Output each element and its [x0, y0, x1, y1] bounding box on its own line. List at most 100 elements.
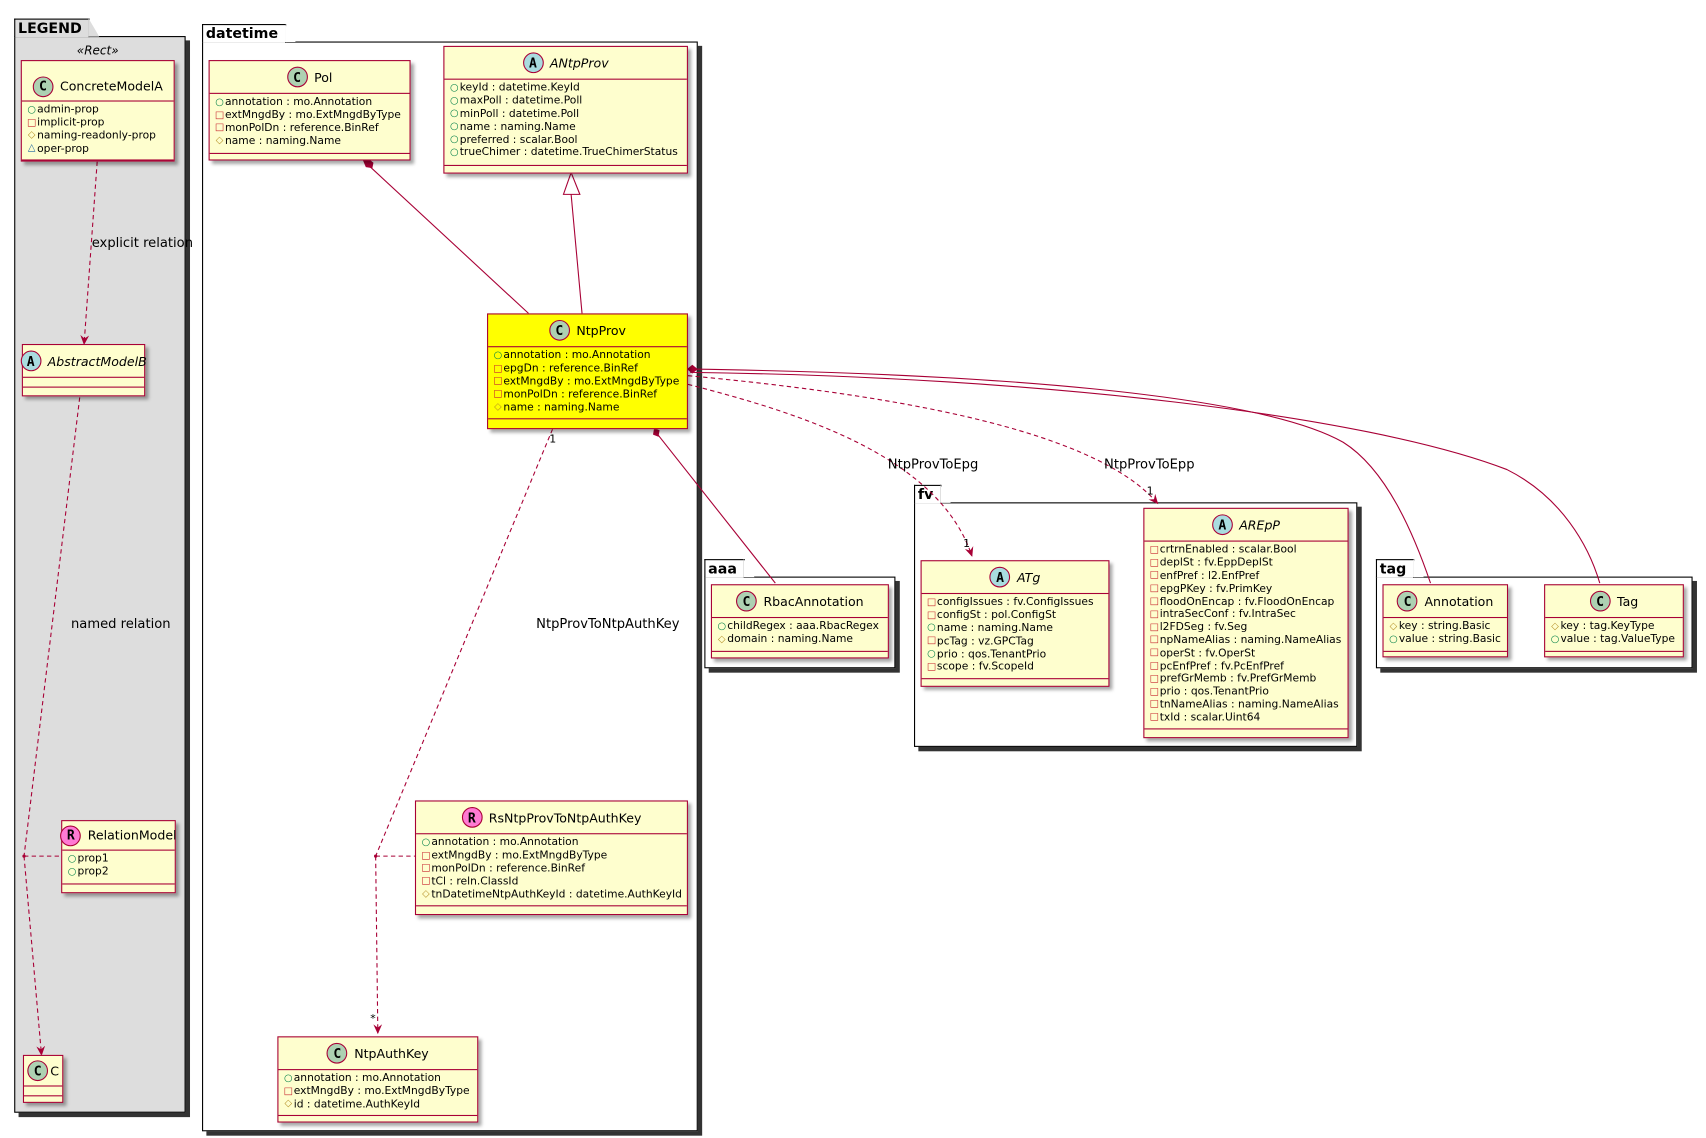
class-property: ◇id : datetime.AuthKeyId [283, 1098, 473, 1111]
class-property: □implicit-prop [26, 117, 169, 130]
private-visibility-icon: □ [1149, 570, 1159, 582]
class-property: ○prio : qos.TenantPrio [926, 648, 1104, 661]
public-visibility-icon: ○ [27, 104, 36, 116]
property-text: maxPoll : datetime.Poll [459, 95, 583, 108]
class-property: □crtrnEnabled : scalar.Bool [1149, 544, 1343, 557]
package-datetime: datetime [201, 24, 698, 1132]
class-property: □tCl : reln.ClassId [420, 875, 682, 888]
package-tab: aaa [703, 559, 745, 578]
property-text: extMngdBy : mo.ExtMngdByType [224, 109, 401, 122]
named-relation-label: named relation [70, 615, 171, 632]
private-visibility-icon: □ [283, 1086, 293, 1098]
property-text: tnDatetimeNtpAuthKeyId : datetime.AuthKe… [431, 888, 682, 901]
property-text: monPolDn : reference.BinRef [503, 388, 658, 401]
property-text: floodOnEncap : fv.FloodOnEncap [1159, 595, 1335, 608]
class-props: ◇key : tag.KeyType○value : tag.ValueType [1545, 618, 1683, 646]
class-property: □epgPKey : fv.PrimKey [1149, 582, 1343, 595]
class-rbac-annotation[interactable]: C RbacAnnotation ○childRegex : aaa.RbacR… [710, 584, 889, 659]
class-property: △oper-prop [26, 142, 169, 155]
class-name: ConcreteModelA [59, 78, 163, 94]
protected-visibility-icon: ◇ [284, 1099, 293, 1111]
class-property: □l2FDSeg : fv.Seg [1149, 621, 1343, 634]
class-property: ○annotation : mo.Annotation [492, 349, 682, 362]
class-property: □deplSt : fv.EppDeplSt [1149, 557, 1343, 570]
class-property: ◇domain : naming.Name [716, 633, 883, 646]
authkey-relation-label: NtpProvToNtpAuthKey [536, 615, 680, 632]
class-circle-icon: C [32, 75, 54, 97]
property-text: domain : naming.Name [727, 633, 854, 646]
public-visibility-icon: ○ [449, 82, 459, 94]
property-text: annotation : mo.Annotation [293, 1072, 441, 1085]
class-ntpauthkey[interactable]: C NtpAuthKey ○annotation : mo.Annotation… [277, 1036, 479, 1123]
property-text: monPolDn : reference.BinRef [224, 122, 379, 135]
multiplicity-many: * [370, 1013, 376, 1026]
class-property: □prefGrMemb : fv.PrefGrMemb [1149, 673, 1343, 686]
class-circle-icon: C [1397, 590, 1418, 612]
property-text: epgPKey : fv.PrimKey [1159, 582, 1273, 595]
public-visibility-icon: ○ [927, 622, 936, 634]
class-property: ○annotation : mo.Annotation [283, 1072, 473, 1085]
property-text: annotation : mo.Annotation [503, 349, 651, 362]
class-property: □extMngdBy : mo.ExtMngdByType [420, 849, 682, 862]
property-text: key : string.Basic [1398, 620, 1491, 633]
class-antpprov[interactable]: A ANtpProv ○keyId : datetime.KeyId○maxPo… [443, 45, 688, 174]
property-text: l2FDSeg : fv.Seg [1159, 621, 1248, 634]
abstract-circle-icon: A [989, 566, 1011, 588]
property-text: prefGrMemb : fv.PrefGrMemb [1159, 673, 1317, 686]
package-tab: LEGEND [13, 18, 90, 38]
property-text: naming-readonly-prop [37, 129, 156, 142]
class-tag[interactable]: C Tag ◇key : tag.KeyType○value : tag.Val… [1544, 584, 1684, 658]
property-text: tCl : reln.ClassId [431, 875, 519, 888]
class-property: ◇key : string.Basic [1388, 620, 1503, 633]
class-arepp[interactable]: A AREpP □crtrnEnabled : scalar.Bool□depl… [1143, 507, 1349, 739]
public-visibility-icon: ○ [449, 147, 459, 159]
class-props: □configIssues : fv.ConfigIssues□configSt… [922, 594, 1109, 673]
property-text: trueChimer : datetime.TrueChimerStatus [459, 146, 678, 159]
class-name: Tag [1616, 593, 1639, 609]
class-abstract-model[interactable]: A AbstractModelB [20, 343, 147, 397]
private-visibility-icon: □ [1149, 686, 1159, 698]
property-text: name : naming.Name [936, 622, 1053, 635]
property-text: name : naming.Name [459, 120, 576, 133]
public-visibility-icon: ○ [421, 837, 431, 849]
package-tab: datetime [201, 24, 286, 43]
private-visibility-icon: □ [1149, 673, 1159, 685]
class-props: ○childRegex : aaa.RbacRegex◇domain : nam… [712, 618, 888, 646]
package-visibility-icon: △ [27, 143, 36, 155]
public-visibility-icon: ○ [1550, 634, 1560, 646]
class-concrete-model[interactable]: «Rect» C ConcreteModelA ○admin-prop□impl… [20, 44, 175, 162]
class-pol[interactable]: C Pol ○annotation : mo.Annotation□extMng… [208, 60, 411, 161]
class-props: ○annotation : mo.Annotation□extMngdBy : … [278, 1070, 477, 1111]
class-props: ○annotation : mo.Annotation□extMngdBy : … [210, 94, 410, 148]
class-c-model[interactable]: C C [22, 1054, 64, 1103]
relation-circle-icon: R [60, 825, 82, 846]
class-property: ○keyId : datetime.KeyId [449, 82, 683, 95]
public-visibility-icon: ○ [215, 97, 224, 108]
public-visibility-icon: ○ [449, 95, 459, 107]
private-visibility-icon: □ [214, 109, 225, 121]
public-visibility-icon: ○ [67, 866, 77, 878]
class-rsntpprov[interactable]: R RsNtpProvToNtpAuthKey ○annotation : mo… [414, 800, 688, 916]
class-name: AREpP [1239, 517, 1281, 533]
class-annotation[interactable]: C Annotation ◇key : string.Basic○value :… [1382, 584, 1509, 658]
class-props: ○annotation : mo.Annotation□extMngdBy : … [416, 834, 687, 901]
public-visibility-icon: ○ [449, 121, 459, 133]
property-text: name : naming.Name [224, 135, 341, 148]
class-property: □extMngdBy : mo.ExtMngdByType [283, 1085, 473, 1098]
class-property: ○value : string.Basic [1388, 633, 1503, 646]
property-text: oper-prop [37, 142, 89, 155]
property-text: pcTag : vz.GPCTag [936, 635, 1034, 648]
class-circle-icon: C [27, 1060, 49, 1082]
class-ntpprov[interactable]: C NtpProv ○annotation : mo.Annotation□ep… [487, 313, 688, 430]
private-visibility-icon: □ [1149, 544, 1159, 556]
property-text: value : tag.ValueType [1560, 633, 1675, 646]
class-relation-model[interactable]: R RelationModel ○prop1○prop2 [60, 820, 177, 894]
class-name: AbstractModelB [47, 353, 147, 369]
class-props: ○annotation : mo.Annotation□epgDn : refe… [488, 347, 687, 414]
class-atg[interactable]: A ATg □configIssues : fv.ConfigIssues□co… [920, 560, 1110, 687]
protected-visibility-icon: ◇ [215, 135, 224, 147]
class-property: □scope : fv.ScopeId [926, 661, 1104, 674]
class-name: Annotation [1424, 593, 1494, 609]
private-visibility-icon: □ [926, 597, 937, 609]
property-text: prop2 [77, 866, 109, 879]
